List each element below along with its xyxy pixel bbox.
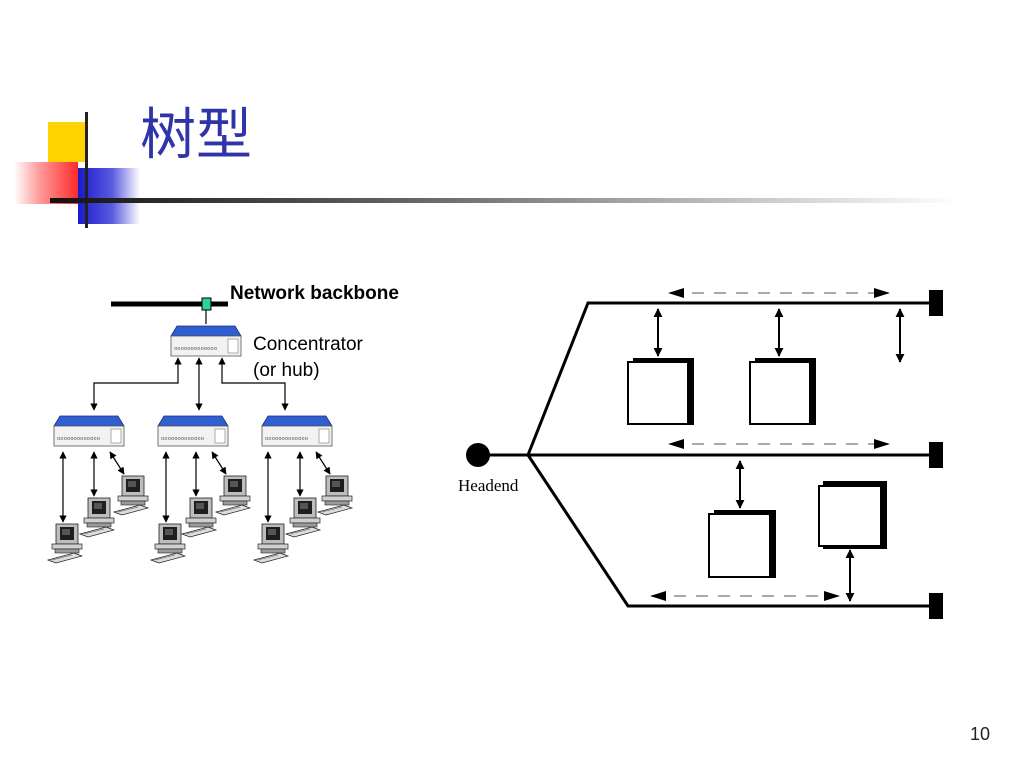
network-backbone-label: Network backbone (230, 283, 399, 304)
tree-bus-diagram: Headend (458, 288, 943, 619)
terminator (929, 593, 943, 619)
computer-icon (317, 475, 353, 516)
station-box (749, 358, 816, 425)
computer-icon (79, 497, 115, 538)
terminator (929, 442, 943, 468)
decorative-red-block (14, 162, 78, 204)
backbone-tap (201, 297, 212, 311)
slide-title: 树型 (140, 103, 252, 168)
bus-top (526, 301, 938, 456)
headend-node (466, 443, 490, 467)
decorative-blue-block (78, 168, 140, 224)
hub-icon (157, 415, 229, 447)
hub-icon (53, 415, 125, 447)
concentrator-sublabel: (or hub) (253, 360, 320, 381)
computer-icon (181, 497, 217, 538)
computer-icon (253, 523, 289, 564)
station-box (627, 358, 694, 425)
computer-icon (215, 475, 251, 516)
bus-bottom (526, 454, 938, 608)
decorative-vertical-line (85, 112, 88, 228)
computer-icon (150, 523, 186, 564)
decorative-yellow-square (48, 122, 86, 162)
title-underline (50, 198, 960, 203)
terminator (929, 290, 943, 316)
page-number: 10 (969, 724, 990, 744)
computer-icon (47, 523, 83, 564)
station-box (818, 481, 887, 549)
computer-icon (113, 475, 149, 516)
hub-icon (170, 325, 242, 357)
station-box (708, 510, 776, 578)
hub-icon (261, 415, 333, 447)
computer-icon (285, 497, 321, 538)
concentrator-label: Concentrator (253, 334, 364, 355)
tree-hub-diagram: Network backbone Concentrator (or hub) (47, 283, 399, 564)
headend-label: Headend (458, 476, 519, 495)
